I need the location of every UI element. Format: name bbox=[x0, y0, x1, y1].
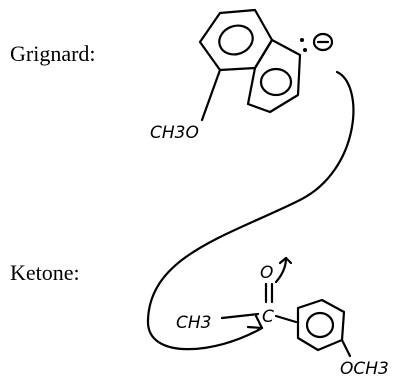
lone-pair-dot bbox=[300, 38, 304, 42]
aromatic-circle-top bbox=[218, 24, 254, 56]
carbonyl-carbon: C bbox=[262, 307, 274, 327]
ketone-structure: O C CH3 OCH3 bbox=[176, 256, 389, 379]
carbonyl-oxygen: O bbox=[260, 263, 273, 283]
carbanion-charge bbox=[300, 32, 334, 52]
aromatic-circle bbox=[305, 311, 335, 339]
para-methoxy-group: OCH3 bbox=[340, 359, 389, 379]
nucleophilic-attack-arrow bbox=[146, 70, 355, 351]
negative-charge-circle bbox=[312, 32, 334, 52]
carbonyl-arrow bbox=[274, 256, 288, 284]
aryl-bond bbox=[274, 314, 298, 324]
aromatic-circle-bottom bbox=[259, 67, 293, 97]
arrowhead bbox=[246, 314, 264, 330]
methyl-bond bbox=[220, 312, 260, 320]
naphthalene-ring-top bbox=[198, 8, 274, 72]
methoxy-bond bbox=[200, 68, 222, 122]
carbonyl-arrowhead bbox=[278, 256, 293, 265]
lone-pair-dot bbox=[303, 48, 307, 52]
grignard-label: Grignard: bbox=[10, 41, 96, 66]
methoxy-group: CH3O bbox=[150, 123, 199, 143]
ketone-label: Ketone: bbox=[10, 260, 80, 285]
para-methoxy-bond bbox=[340, 338, 352, 358]
grignard-naphthalene bbox=[198, 8, 302, 114]
naphthalene-ring-bottom bbox=[246, 38, 302, 114]
methyl-group: CH3 bbox=[176, 313, 211, 333]
benzene-ring bbox=[296, 298, 346, 352]
